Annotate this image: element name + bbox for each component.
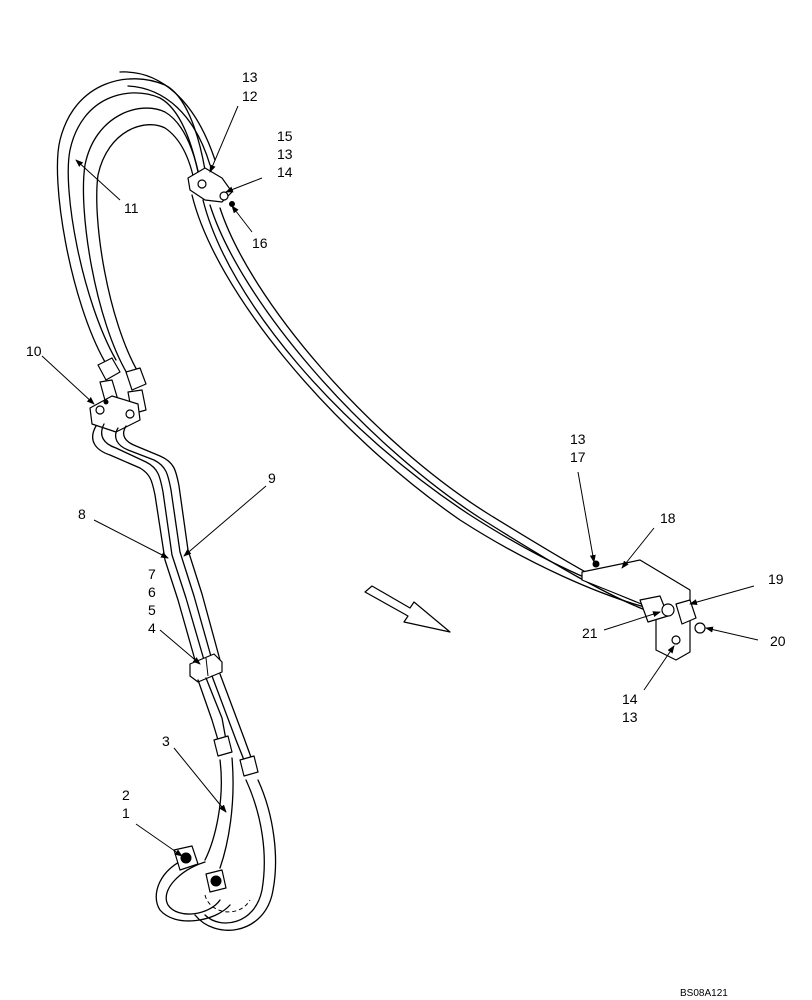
upper-clamp: [187, 167, 235, 207]
callout-14: 14: [277, 164, 293, 180]
callout-13: 13: [277, 146, 293, 162]
upper-hose-loop: [56, 71, 216, 376]
callout-11: 11: [124, 200, 139, 216]
callout-19: 19: [768, 571, 784, 587]
long-hoses: [191, 194, 661, 615]
callout-15: 15: [277, 128, 293, 144]
callout-12: 12: [242, 88, 258, 104]
callout-13: 13: [622, 709, 638, 725]
callout-13: 13: [570, 431, 586, 447]
callout-4: 4: [148, 620, 156, 636]
swivel-fittings: [89, 357, 147, 433]
callout-7: 7: [148, 566, 156, 582]
callout-10: 10: [26, 343, 42, 359]
callout-14: 14: [622, 691, 638, 707]
callout-17: 17: [570, 449, 586, 465]
callout-20: 20: [770, 633, 786, 649]
leader-lines: [41, 105, 759, 857]
drawing-code: BS08A121: [680, 988, 728, 999]
callout-8: 8: [78, 506, 86, 522]
callout-3: 3: [162, 733, 170, 749]
callout-5: 5: [148, 602, 156, 618]
callout-1: 1: [122, 805, 130, 821]
callout-6: 6: [148, 584, 156, 600]
callout-labels: 13 12 15 13 14 11 16 10 9 8 7 6 5 4 3 2 …: [26, 69, 786, 999]
callout-2: 2: [122, 787, 130, 803]
callout-18: 18: [660, 510, 676, 526]
callout-16: 16: [252, 235, 268, 251]
callout-9: 9: [268, 470, 276, 486]
direction-arrow: [364, 585, 451, 633]
lower-hoses: [155, 673, 277, 931]
callout-21: 21: [582, 625, 598, 641]
callout-13: 13: [242, 69, 258, 85]
mounting-bracket: [581, 559, 706, 661]
steel-tubes: [92, 423, 221, 661]
